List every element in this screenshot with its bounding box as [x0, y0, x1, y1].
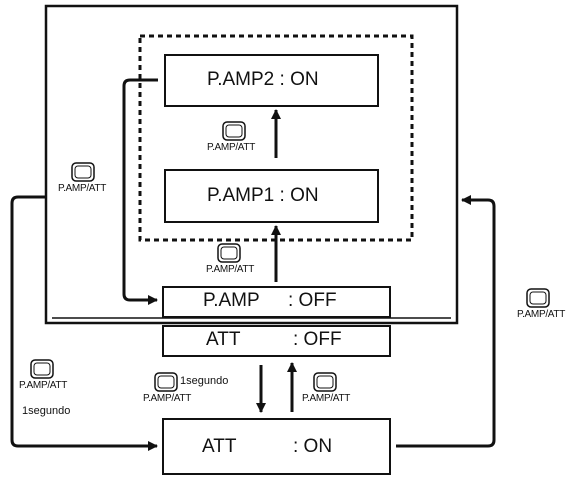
- state-pamp2: P.AMP2 : ON: [207, 69, 319, 90]
- state-pamp1: P.AMP1 : ON: [207, 185, 319, 206]
- state-pamp-key: P.AMP: [203, 290, 260, 311]
- hold-duration-label: 1segundo: [180, 375, 229, 387]
- button-icon: [526, 288, 550, 308]
- button-label: P.AMP/ATT: [19, 380, 68, 391]
- state-pamp-value: : OFF: [288, 290, 337, 311]
- state-att-value: : OFF: [293, 329, 342, 350]
- state-att-on-value: : ON: [293, 436, 333, 457]
- button-label-right: P.AMP/ATT: [517, 309, 566, 320]
- arrow-right-loop-to-pamp1: [396, 195, 496, 448]
- arrow-left-loop-to-atton: [10, 195, 158, 451]
- att-on-box: [162, 418, 391, 475]
- state-att-on-key: ATT: [202, 436, 237, 457]
- button-icon: [217, 243, 241, 263]
- button-label: P.AMP/ATT: [302, 393, 351, 404]
- att-off-box: [162, 325, 391, 357]
- button-icon: [71, 162, 95, 182]
- button-label: P.AMP/ATT: [143, 393, 192, 404]
- arrow-pamp2-to-pampoff: [122, 78, 158, 305]
- button-icon: [30, 359, 54, 379]
- pamp-off-box: [162, 286, 391, 318]
- pamp2-box: [164, 54, 379, 107]
- hold-duration-label: 1segundo: [22, 405, 71, 417]
- pamp1-box: [164, 169, 379, 223]
- button-label: P.AMP/ATT: [206, 264, 255, 275]
- button-icon: [154, 372, 178, 392]
- button-label: P.AMP/ATT: [58, 183, 107, 194]
- outer-frame: [44, 4, 459, 325]
- button-icon: [313, 372, 337, 392]
- state-att-key: ATT: [206, 329, 241, 350]
- button-label: P.AMP/ATT: [207, 142, 256, 153]
- button-icon: [222, 121, 246, 141]
